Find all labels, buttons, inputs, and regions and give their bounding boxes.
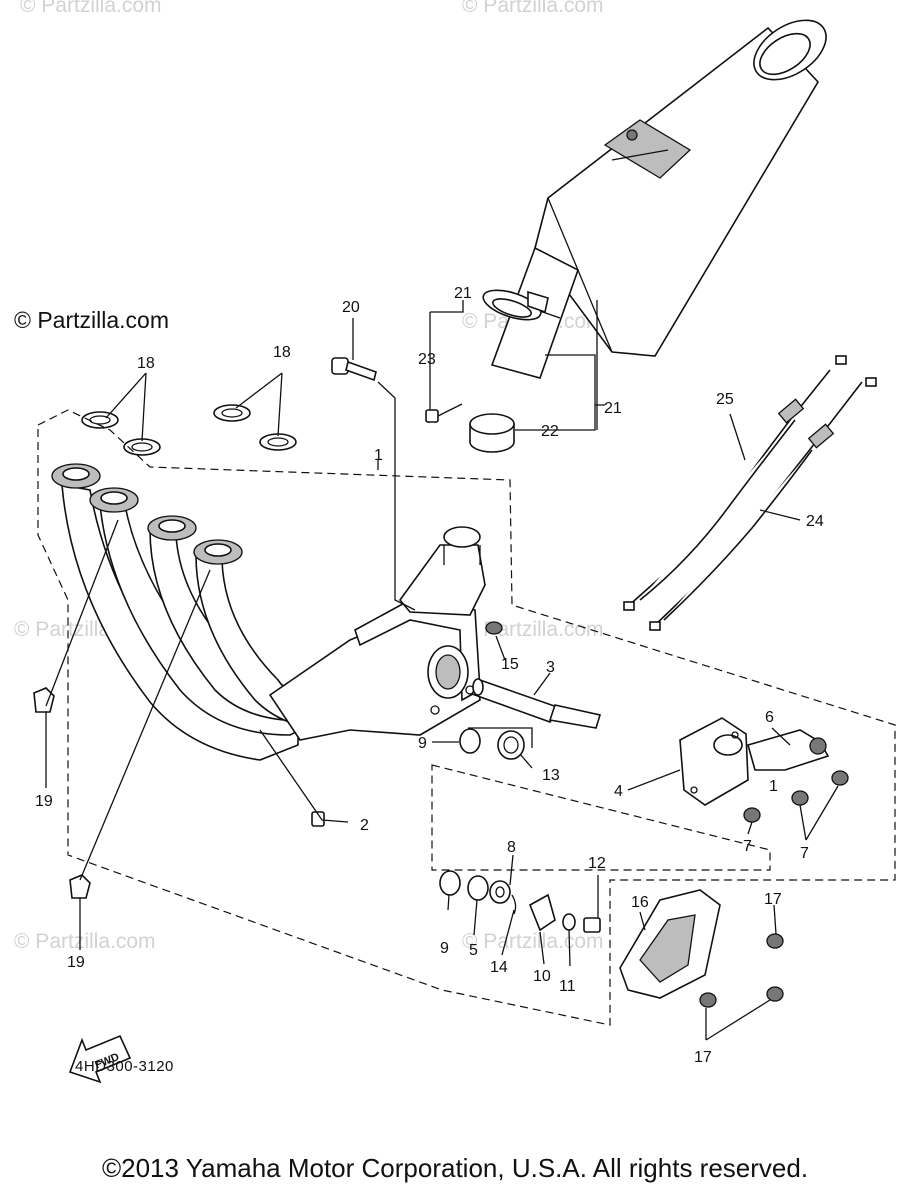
throttle-cable-25[interactable]	[623, 355, 847, 611]
callout-9: 9	[418, 735, 427, 752]
callout-18: 18	[137, 355, 155, 372]
callout-17: 17	[694, 1049, 712, 1066]
callout-16: 16	[631, 894, 649, 911]
callout-7: 7	[743, 838, 752, 855]
lever-10[interactable]	[528, 893, 556, 932]
bolt-12[interactable]	[583, 917, 601, 933]
muffler-clamp[interactable]	[480, 284, 549, 325]
bolt-2[interactable]	[311, 811, 325, 827]
callout-9: 9	[440, 940, 449, 957]
callout-23: 23	[418, 351, 436, 368]
partzilla-label: © Partzilla.com	[14, 307, 169, 333]
gasket-22[interactable]	[469, 413, 515, 453]
bolt-7[interactable]	[743, 770, 849, 823]
callout-11: 11	[559, 978, 576, 995]
callout-14: 14	[490, 959, 508, 976]
bracket-4[interactable]	[679, 717, 749, 806]
callout-13: 13	[542, 767, 560, 784]
callout-25: 25	[716, 391, 734, 408]
bolt-17[interactable]	[699, 933, 784, 1008]
watermark: © Partzilla.com	[20, 0, 162, 17]
callout-4: 4	[614, 783, 623, 800]
callout-10: 10	[533, 968, 551, 985]
muffler[interactable]	[490, 8, 837, 379]
callout-21: 21	[454, 285, 472, 302]
bushing-9-lower[interactable]	[439, 870, 461, 896]
valve-shaft-3[interactable]	[470, 678, 602, 729]
callout-6: 6	[765, 709, 774, 726]
bushing-9-upper[interactable]	[459, 728, 481, 754]
washer-11[interactable]	[562, 913, 576, 931]
nut-19[interactable]	[33, 687, 91, 899]
clip-14[interactable]	[511, 894, 517, 915]
callout-17: 17	[764, 891, 782, 908]
callout-7: 7	[800, 845, 809, 862]
throttle-cable-24[interactable]	[649, 377, 877, 631]
copyright-notice: ©2013 Yamaha Motor Corporation, U.S.A. A…	[101, 1153, 809, 1183]
watermark: © Partzilla.com	[462, 930, 604, 953]
callout-19: 19	[35, 793, 53, 810]
callout-15: 15	[501, 656, 519, 673]
leader-lines	[45, 300, 839, 1041]
washer-5[interactable]	[467, 875, 489, 901]
watermark: © Partzilla.com	[462, 0, 604, 17]
callout-2: 2	[360, 817, 369, 834]
callout-1: 1	[769, 778, 778, 795]
callout-1: 1	[374, 447, 383, 464]
callout-5: 5	[469, 942, 478, 959]
callout-19: 19	[67, 954, 85, 971]
callout-12: 12	[588, 855, 606, 872]
watermark: © Partzilla.com	[14, 930, 156, 953]
callout-3: 3	[546, 659, 555, 676]
bolt-20[interactable]	[331, 357, 377, 382]
washer-8[interactable]	[489, 880, 511, 904]
plug-15[interactable]	[485, 621, 503, 635]
callout-8: 8	[507, 839, 516, 856]
callout-18: 18	[273, 344, 291, 361]
exhaust-gasket[interactable]	[81, 404, 297, 456]
callout-20: 20	[342, 299, 360, 316]
collector-body[interactable]	[268, 526, 486, 741]
exhaust-header-pipes[interactable]	[51, 463, 362, 761]
diagram-code: 4HD300-3120	[75, 1058, 174, 1075]
callout-21: 21	[604, 400, 622, 417]
pulley-6[interactable]	[747, 729, 830, 771]
cover-16[interactable]	[619, 889, 721, 999]
callout-24: 24	[806, 513, 824, 530]
callout-22: 22	[541, 423, 559, 440]
bushing-13[interactable]	[497, 730, 525, 760]
bolt-23[interactable]	[425, 403, 463, 423]
